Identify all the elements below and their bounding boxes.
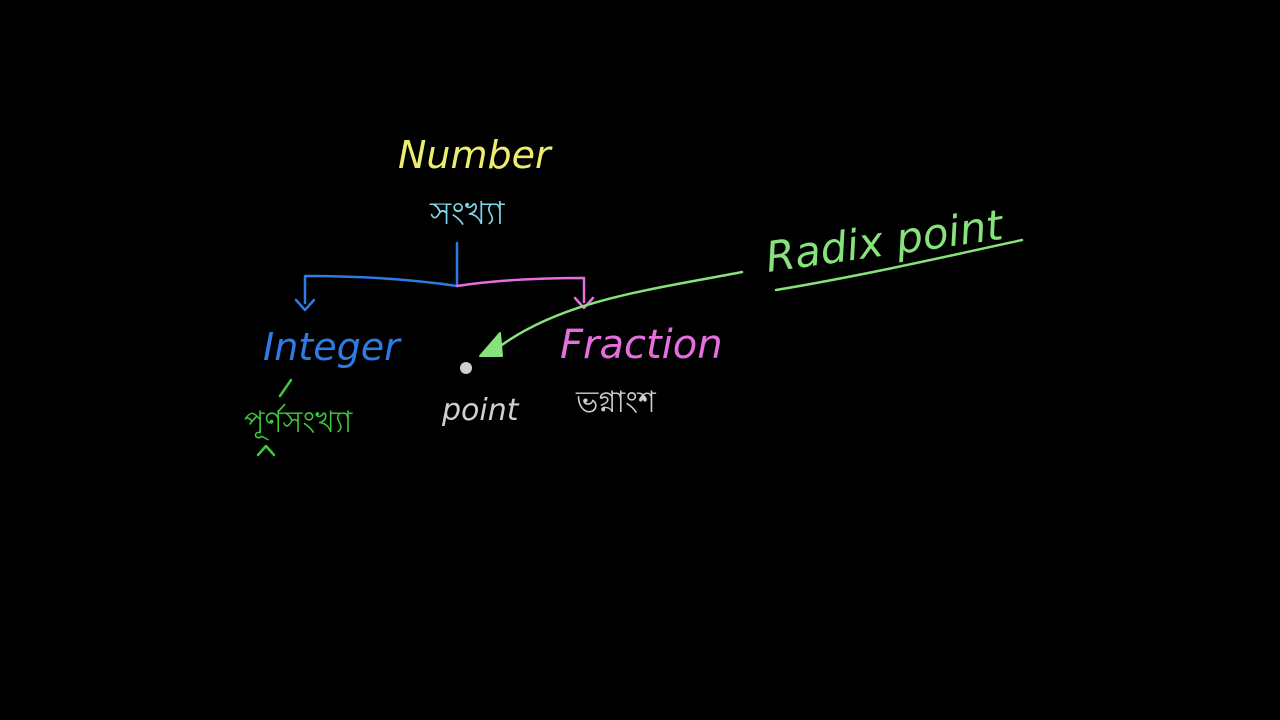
radix-point-dot <box>460 362 472 374</box>
integer-branch-line <box>303 274 459 305</box>
radix-point-underline <box>774 238 1024 292</box>
integer-annotation-hook <box>256 444 276 457</box>
integer-label: Integer <box>263 325 402 369</box>
radix-pointer-line <box>493 270 744 352</box>
radix-pointer-arrowhead <box>479 332 503 357</box>
integer-bangla-label: পূর্ণসংখ্যা <box>244 404 354 440</box>
fraction-bangla-label: ভগ্নাংশ <box>575 385 657 420</box>
point-label: point <box>441 393 520 428</box>
fraction-label: Fraction <box>560 322 723 368</box>
fraction-branch-line <box>455 276 586 304</box>
fraction-branch-arrowhead <box>573 296 595 310</box>
integer-branch-arrowhead <box>294 298 316 312</box>
integer-annotation-tick <box>278 378 293 398</box>
number-label: Number <box>398 133 553 177</box>
number-bangla-label: সংখ্যা <box>429 194 505 232</box>
